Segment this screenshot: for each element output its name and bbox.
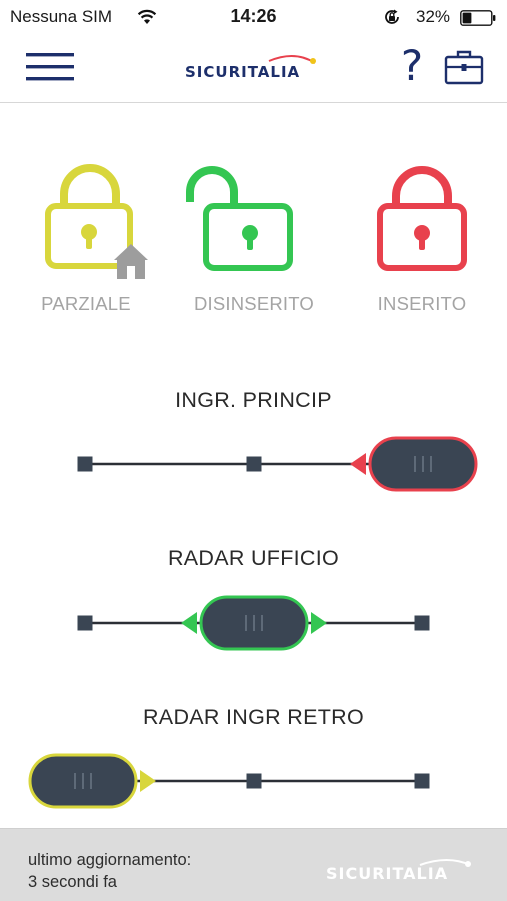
slider-stop <box>246 456 262 472</box>
battery-icon <box>460 10 496 26</box>
last-update-value: 3 secondi fa <box>28 873 117 891</box>
rotation-lock-icon <box>385 9 399 24</box>
footer-logo: SICURITALIA <box>326 859 471 883</box>
lock-partial-icon <box>45 164 148 279</box>
arrow-left-icon <box>181 612 197 634</box>
sicuritalia-logo: SICURITALIA <box>185 55 316 81</box>
slider-stop <box>77 456 93 472</box>
app-header: SICURITALIA ? <box>0 34 507 103</box>
slider-thumb[interactable] <box>350 436 478 492</box>
slider-stop <box>414 773 430 789</box>
arrow-right-icon <box>311 612 327 634</box>
mode-parziale[interactable]: PARZIALE <box>6 160 166 330</box>
mode-label-inserito: INSERITO <box>377 293 467 314</box>
help-icon[interactable]: ? <box>396 40 428 88</box>
clock-label: 14:26 <box>230 6 277 26</box>
hamburger-menu-icon[interactable] <box>26 50 74 84</box>
svg-text:?: ? <box>401 41 423 88</box>
zone-title-ingr-princip: INGR. PRINCIP <box>175 388 332 412</box>
zone-title-radar-ufficio: RADAR UFFICIO <box>167 546 340 570</box>
slider-stop <box>246 773 262 789</box>
svg-text:SICURITALIA: SICURITALIA <box>185 63 300 81</box>
last-update-info: ultimo aggiornamento: 3 secondi fa <box>28 849 191 893</box>
svg-text:SICURITALIA: SICURITALIA <box>326 864 448 883</box>
lock-closed-icon <box>377 166 467 271</box>
slider-stop <box>77 615 93 631</box>
last-update-label: ultimo aggiornamento: <box>28 851 192 869</box>
slider-thumb[interactable] <box>181 595 327 651</box>
zone-slider-ingr-princip[interactable] <box>0 424 507 504</box>
lock-open-icon <box>186 166 293 271</box>
mode-inserito[interactable]: INSERITO <box>342 160 502 330</box>
wifi-icon <box>137 9 157 24</box>
mode-label-disinserito: DISINSERITO <box>193 293 315 314</box>
slider-stop <box>414 615 430 631</box>
mode-disinserito[interactable]: DISINSERITO <box>174 160 334 330</box>
mode-label-parziale: PARZIALE <box>41 293 131 314</box>
slider-thumb[interactable] <box>28 753 156 809</box>
arrow-right-icon <box>140 770 156 792</box>
zone-title-radar-ingr-retro: RADAR INGR RETRO <box>142 705 364 729</box>
zone-slider-radar-ingr-retro[interactable] <box>0 741 507 821</box>
battery-percent: 32% <box>416 7 451 26</box>
footer-bar: ultimo aggiornamento: 3 secondi fa SICUR… <box>0 828 507 901</box>
arrow-left-icon <box>350 453 366 475</box>
zone-slider-radar-ufficio[interactable] <box>0 583 507 663</box>
status-bar: Nessuna SIM 14:26 32% <box>0 0 507 34</box>
carrier-label: Nessuna SIM <box>10 7 113 26</box>
briefcase-icon[interactable] <box>444 49 484 85</box>
